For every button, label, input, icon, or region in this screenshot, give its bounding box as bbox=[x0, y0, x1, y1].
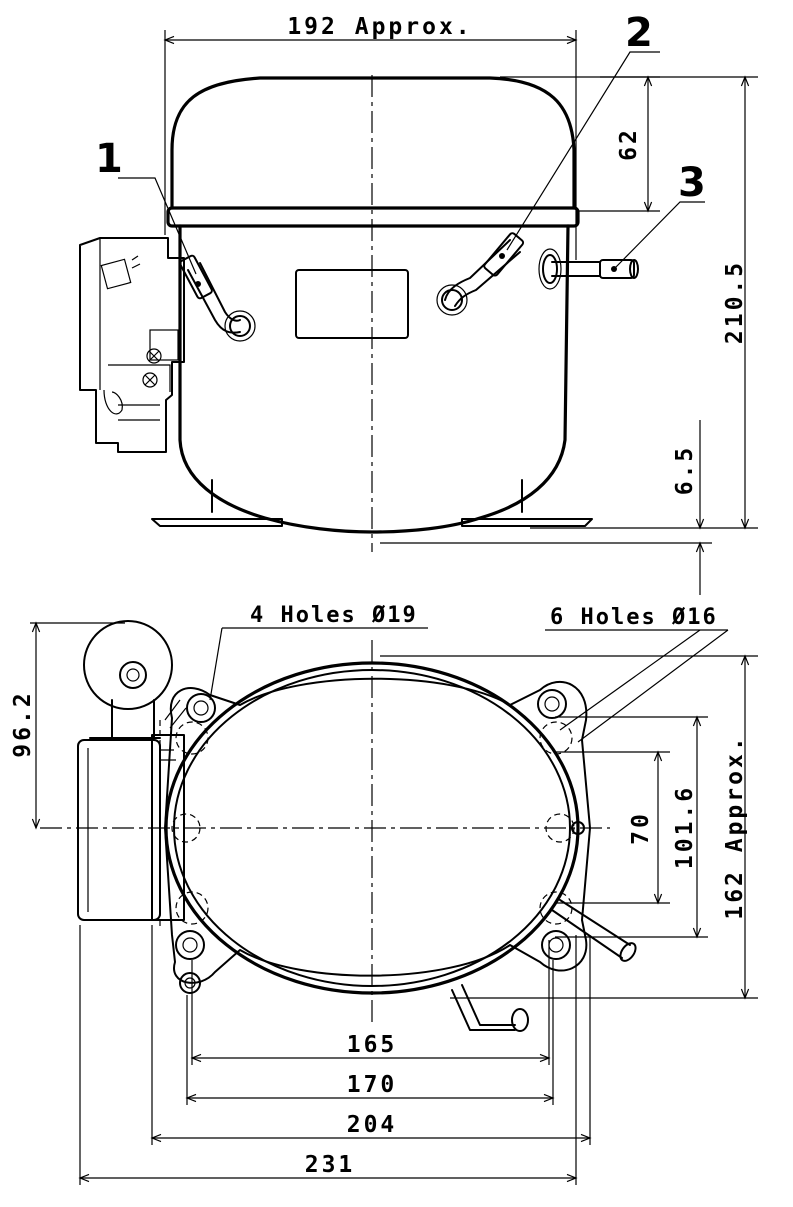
base-plate-left bbox=[151, 518, 283, 527]
dim-165: 165 bbox=[347, 1032, 398, 1058]
side-view: 1 2 3 192 Approx. 62 210.5 6.5 bbox=[79, 10, 758, 595]
dim-170: 170 bbox=[347, 1072, 398, 1098]
compressor-lower-shell bbox=[178, 224, 570, 534]
dim-dome-62: 62 bbox=[616, 127, 642, 161]
dim-204: 204 bbox=[347, 1112, 398, 1138]
top-view: 4 Holes Ø19 6 Holes Ø16 96.2 70 101.6 16… bbox=[10, 603, 758, 1185]
tubes-top bbox=[451, 821, 637, 1032]
dim-231: 231 bbox=[305, 1152, 356, 1178]
left-holes-label: 4 Holes Ø19 bbox=[250, 603, 418, 628]
dim-height-210-5: 210.5 bbox=[722, 260, 748, 344]
dim-width-192: 192 Approx. bbox=[287, 14, 472, 40]
shell-outline bbox=[164, 661, 580, 995]
dim-foot-6-5: 6.5 bbox=[672, 445, 698, 496]
process-tube bbox=[179, 254, 256, 342]
terminal-box bbox=[79, 237, 185, 453]
callout-2-label: 2 bbox=[625, 10, 653, 56]
base-plate-outline bbox=[164, 677, 591, 984]
mounting-holes bbox=[171, 689, 575, 994]
dim-spacing-101-6: 101.6 bbox=[672, 785, 698, 869]
terminal-box-top bbox=[77, 620, 187, 930]
suction-tube bbox=[436, 232, 525, 316]
callout-3-label: 3 bbox=[678, 160, 706, 206]
compressor-dome bbox=[170, 76, 576, 210]
base-plate-right bbox=[461, 518, 593, 527]
shell-rim bbox=[166, 206, 580, 228]
right-holes-label: 6 Holes Ø16 bbox=[550, 605, 718, 630]
dim-terminal-96-2: 96.2 bbox=[10, 690, 36, 757]
discharge-tube bbox=[538, 248, 639, 290]
callout-1-label: 1 bbox=[95, 136, 123, 182]
nameplate bbox=[295, 269, 409, 339]
dim-depth-162: 162 Approx. bbox=[722, 734, 748, 919]
dim-spacing-70: 70 bbox=[628, 811, 654, 845]
